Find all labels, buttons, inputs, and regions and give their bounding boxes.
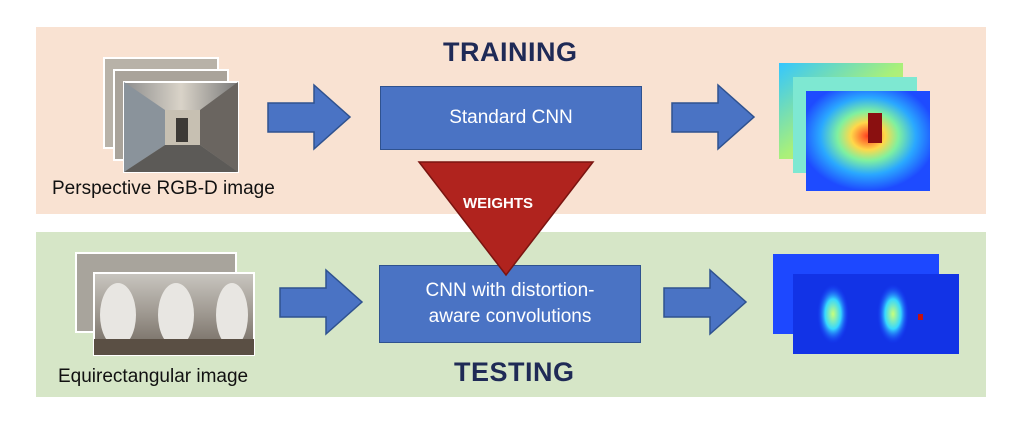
weights-label: WEIGHTS <box>463 195 533 212</box>
test-input-arrow <box>279 268 364 336</box>
standard-cnn-label: Standard CNN <box>449 107 573 128</box>
training-title: TRAINING <box>443 37 578 67</box>
distortion-cnn-label-line1: CNN with distortion- <box>425 280 595 301</box>
perspective-caption: Perspective RGB-D image <box>52 178 275 199</box>
test-output-arrow <box>663 268 748 336</box>
train-output-arrow <box>671 83 756 151</box>
flow-arrows <box>267 83 756 336</box>
testing-title: TESTING <box>454 357 575 387</box>
equirectangular-image-stack <box>75 252 255 356</box>
standard-cnn-box: Standard CNN <box>380 86 642 150</box>
train-input-arrow <box>267 83 352 151</box>
testing-depth-maps <box>773 254 959 354</box>
equirectangular-caption: Equirectangular image <box>58 366 249 387</box>
perspective-image-stack <box>103 57 239 173</box>
distortion-cnn-label-line2: aware convolutions <box>428 306 592 327</box>
weights-triangle <box>417 161 595 277</box>
distortion-aware-cnn-box: CNN with distortion- aware convolutions <box>379 265 641 343</box>
training-depth-maps <box>779 63 930 191</box>
